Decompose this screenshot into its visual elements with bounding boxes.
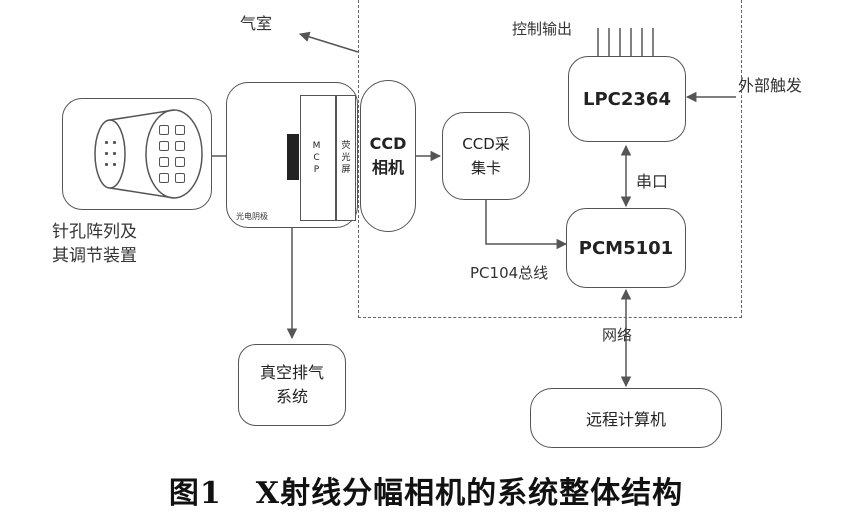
gas-chamber-arrow [298, 31, 359, 53]
network-label: 网络 [602, 326, 633, 344]
figure-number: 图1 [168, 476, 222, 511]
serial-label: 串口 [636, 172, 669, 191]
system-boundary-dashed [358, 0, 742, 318]
vacuum-system-box: 真空排气 系统 [238, 344, 346, 426]
ccd-capture-card-box: CCD采 集卡 [442, 112, 530, 200]
pinhole-array-box [62, 98, 212, 210]
photocathode-block [287, 134, 299, 180]
photocathode-label: 光电阴极 [236, 212, 268, 221]
figure-caption: 图1 X射线分幅相机的系统整体结构 [0, 468, 852, 512]
remote-computer-box: 远程计算机 [530, 388, 722, 448]
pc104-bus-label: PC104总线 [470, 264, 549, 282]
pinhole-label: 针孔阵列及 其调节装置 [52, 222, 137, 266]
external-trigger-label: 外部触发 [738, 76, 803, 95]
lpc2364-box: LPC2364 [568, 56, 686, 142]
pc104-bus-arrow [485, 200, 568, 250]
gas-chamber-label: 气室 [240, 14, 273, 33]
phosphor-screen-box: 荧 光 屏 [336, 95, 356, 221]
pcm5101-box: PCM5101 [566, 208, 686, 288]
figure-title: X射线分幅相机的系统整体结构 [255, 476, 684, 511]
mcp-box: M C P [300, 95, 336, 221]
control-output-label: 控制输出 [512, 20, 573, 38]
pinhole-cone-icon [94, 109, 203, 199]
ccd-camera-box: CCD 相机 [360, 80, 416, 232]
